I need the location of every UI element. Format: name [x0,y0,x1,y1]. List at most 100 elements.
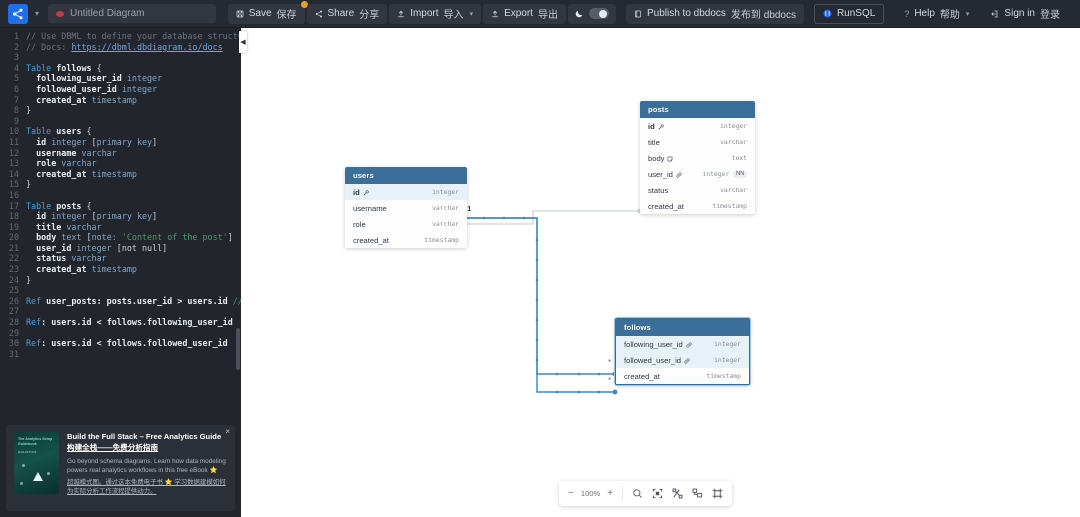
zoom-controls: − 100% + [568,487,614,499]
line-content: Table follows { [26,63,102,74]
help-label: Help [914,8,935,19]
code-line[interactable]: 16 [0,190,241,201]
code-line[interactable]: 12 username varchar [0,148,241,159]
code-token: integer [121,83,158,94]
code-token: { [81,200,92,211]
fit-screen-icon[interactable] [652,488,663,499]
code-line[interactable]: 5 following_user_id integer [0,73,241,84]
code-line[interactable]: 27 [0,306,241,317]
layout-icon[interactable] [692,488,703,499]
unsaved-indicator-icon [56,10,65,17]
diagram-canvas[interactable]: 0..1 * * usersidintegerusernamevarcharro… [241,28,1080,517]
code-line[interactable]: 1// Use DBML to define your database str… [0,31,241,42]
table-row[interactable]: body text [640,150,755,166]
runsql-button[interactable]: RunSQL [813,3,885,24]
diagram-title-input[interactable]: Untitled Diagram [48,4,216,23]
promo-banner[interactable]: × The Analytics Setup Guidebook HOLISTIC… [6,425,235,511]
import-button[interactable]: Import 导入 ▾ [389,3,482,24]
code-token: 'Content of the post' [121,232,228,243]
table-header[interactable]: users [345,167,467,184]
code-line[interactable]: 6 followed_user_id integer [0,84,241,95]
code-line[interactable]: 19 title varchar [0,222,241,233]
code-line[interactable]: 15} [0,179,241,190]
editor-collapse-handle[interactable]: ◀ [239,31,247,53]
share-button[interactable]: Share 分享 [306,3,388,24]
field-type-cell: integer [720,122,747,130]
code-line[interactable]: 23 created_at timestamp [0,264,241,275]
code-token: role [26,158,62,169]
field-name: role [353,219,366,229]
code-line[interactable]: 24} [0,275,241,286]
ebook-cover-image: The Analytics Setup Guidebook HOLISTICS [14,432,59,494]
line-number: 6 [13,83,19,94]
zoom-out-button[interactable]: − [568,487,574,499]
code-line[interactable]: 25 [0,285,241,296]
zoom-search-icon[interactable] [632,488,643,499]
code-line[interactable]: 11 id integer [primary key] [0,137,241,148]
code-token: integer [76,242,112,253]
field-name: body [648,153,665,163]
code-line[interactable]: 31 [0,349,241,360]
line-content: followed_user_id integer [26,84,157,95]
save-button[interactable]: Save 保存 [227,0,308,24]
frame-icon[interactable] [712,488,723,499]
code-line[interactable]: 22 status varchar [0,253,241,264]
code-line[interactable]: 20 body text [note: 'Content of the post… [0,232,241,243]
close-icon[interactable]: × [225,427,230,436]
table-header[interactable]: follows [616,319,749,336]
publish-label-zh: 发布到 dbdocs [730,10,796,21]
line-content: username varchar [26,148,117,159]
code-line[interactable]: 29 [0,328,241,339]
code-line[interactable]: 18 id integer [primary key] [0,211,241,222]
table-header[interactable]: posts [640,101,755,118]
auto-arrange-icon[interactable] [672,488,683,499]
promo-body-en-text: Go beyond schema diagrams. Learn how dat… [67,458,226,474]
publish-dbdocs-button[interactable]: Publish to dbdocs 发布到 dbdocs [625,3,804,24]
signin-button[interactable]: Sign in 登录 [983,4,1068,24]
app-logo-button[interactable] [8,3,28,24]
code-token: posts [56,200,82,211]
code-line[interactable]: 3 [0,52,241,63]
code-line[interactable]: 8} [0,105,241,116]
line-content: following_user_id integer [26,73,162,84]
code-line[interactable]: 21 user_id integer [not null] [0,243,241,254]
theme-switch-knob[interactable] [588,8,609,19]
code-line[interactable]: 2// Docs: https://dbml.dbdiagram.io/docs [0,42,241,53]
code-line[interactable]: 13 role varchar [0,158,241,169]
top-toolbar: ▾ Untitled Diagram Save 保存 [0,0,1080,28]
code-line[interactable]: 7 created_at timestamp [0,95,241,106]
help-button[interactable]: ? Help 帮助 ▾ [896,4,977,24]
field-type-cell: text [732,154,747,162]
code-line[interactable]: 9 [0,116,241,127]
logo-dropdown-caret[interactable]: ▾ [35,8,40,18]
theme-toggle[interactable] [567,3,616,24]
zoom-in-button[interactable]: + [607,487,614,499]
code-lines-container[interactable]: 1// Use DBML to define your database str… [0,28,241,517]
code-line[interactable]: 14 created_at timestamp [0,169,241,180]
code-token: ] [152,211,158,222]
export-button[interactable]: Export 导出 [483,3,566,24]
editor-scrollbar[interactable] [236,328,240,370]
line-number: 27 [8,306,19,317]
